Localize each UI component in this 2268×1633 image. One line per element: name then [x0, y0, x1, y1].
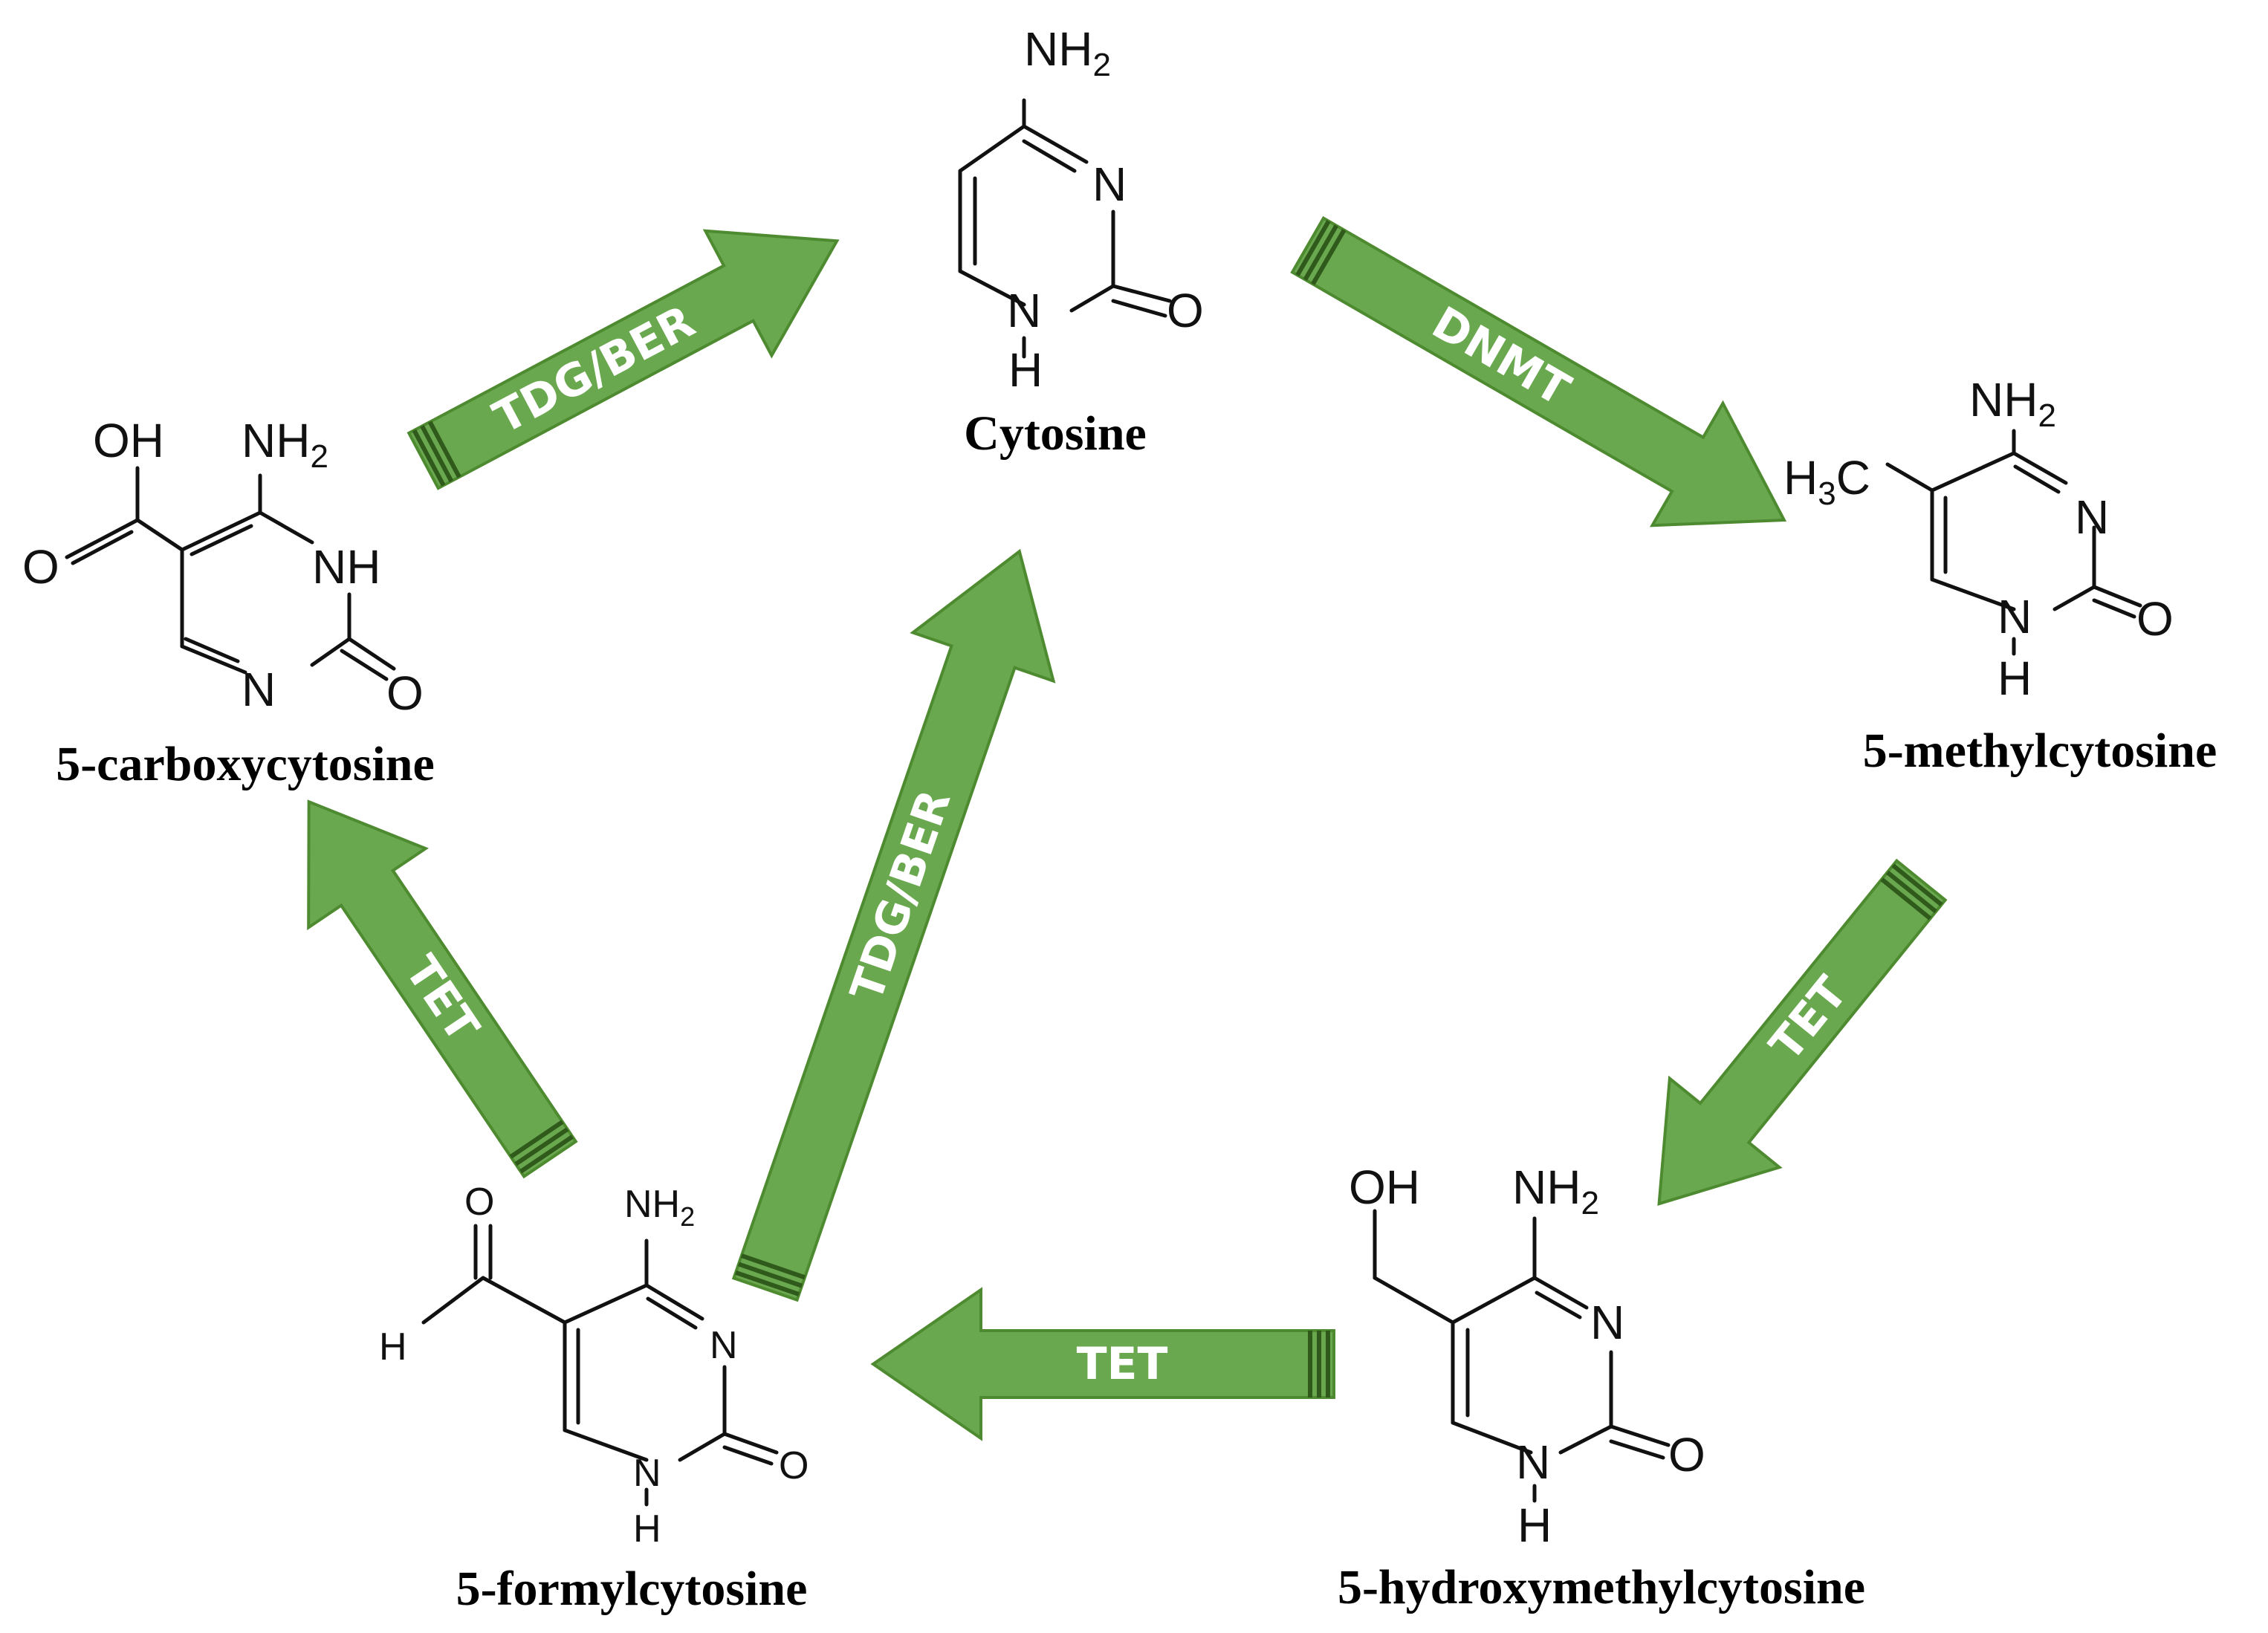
methylcytosine-h-label: H — [1998, 652, 2032, 705]
hydroxymethylcytosine-n1-label: N — [1516, 1435, 1550, 1489]
hydroxymethylcytosine-o-label: O — [1668, 1428, 1705, 1481]
dnmt-arrow: DNMT — [1290, 215, 1787, 527]
carboxycytosine-nh-label: NH — [312, 540, 380, 594]
methylcytosine-amino-label: NH2 — [1969, 373, 2056, 434]
tdg-ber-arrow-top-label: TDG/BER — [485, 296, 703, 444]
methylcytosine-n1-label: N — [1998, 590, 2032, 643]
tet-arrow-right: TET — [1657, 858, 1948, 1206]
cytosine-amino-label: NH2 — [1024, 22, 1111, 83]
cytosine-h-label: H — [1008, 343, 1043, 397]
cytosine-structure: NH2 N N H O — [958, 22, 1204, 397]
formylcytosine-name: 5-formylcytosine — [456, 1562, 808, 1616]
tdg-ber-arrow-center-label: TDG/BER — [840, 784, 961, 1008]
methylcytosine-o-label: O — [2136, 592, 2174, 646]
formylcytosine-n1-label: N — [633, 1452, 661, 1495]
hydroxymethylcytosine-structure: OH NH2 N N H O — [1349, 1160, 1705, 1552]
tet-arrow-left: TET — [307, 799, 578, 1179]
hydroxymethyl-oh-label: OH — [1349, 1160, 1420, 1214]
carboxyl-o-label: O — [22, 540, 59, 594]
formyl-h-label: H — [379, 1325, 407, 1369]
formylcytosine-o-label: O — [779, 1444, 809, 1487]
hydroxymethylcytosine-n3-label: N — [1590, 1296, 1624, 1349]
cytosine-n1-label: N — [1007, 284, 1041, 337]
cytosine-name: Cytosine — [964, 406, 1147, 461]
methylcytosine-structure: NH2 H3C N N H O — [1783, 373, 2174, 705]
tdg-ber-arrow-top: TDG/BER — [406, 229, 840, 490]
hydroxymethylcytosine-h-label: H — [1517, 1499, 1552, 1552]
methyl-group-label: H3C — [1783, 451, 1870, 512]
formylcytosine-n3-label: N — [710, 1324, 738, 1367]
formylcytosine-amino-label: NH2 — [624, 1183, 695, 1232]
hydroxymethylcytosine-amino-label: NH2 — [1512, 1160, 1599, 1221]
carboxycytosine-n-label: N — [242, 663, 276, 716]
tet-arrow-bottom-label: TET — [1077, 1338, 1168, 1390]
methylcytosine-name: 5-methylcytosine — [1863, 724, 2217, 778]
hydroxymethylcytosine-name: 5-hydroxymethylcytosine — [1338, 1560, 1865, 1614]
tdg-ber-arrow-center: TDG/BER — [731, 548, 1056, 1302]
carboxycytosine-amino-label: NH2 — [242, 414, 328, 475]
methylcytosine-n3-label: N — [2075, 490, 2109, 544]
formyl-o-label: O — [464, 1181, 494, 1224]
formylcytosine-h-label: H — [633, 1507, 661, 1551]
carboxycytosine-name: 5-carboxycytosine — [56, 737, 435, 791]
cytosine-o-label: O — [1167, 284, 1204, 337]
carboxycytosine-structure: OH O NH2 NH N O — [22, 414, 424, 720]
formylcytosine-structure: O H NH2 N N H O — [379, 1181, 809, 1551]
carboxyl-oh-label: OH — [93, 414, 164, 467]
cytosine-n3-label: N — [1092, 158, 1127, 211]
carboxycytosine-o-label: O — [386, 666, 424, 720]
tet-arrow-bottom: TET — [870, 1287, 1335, 1441]
